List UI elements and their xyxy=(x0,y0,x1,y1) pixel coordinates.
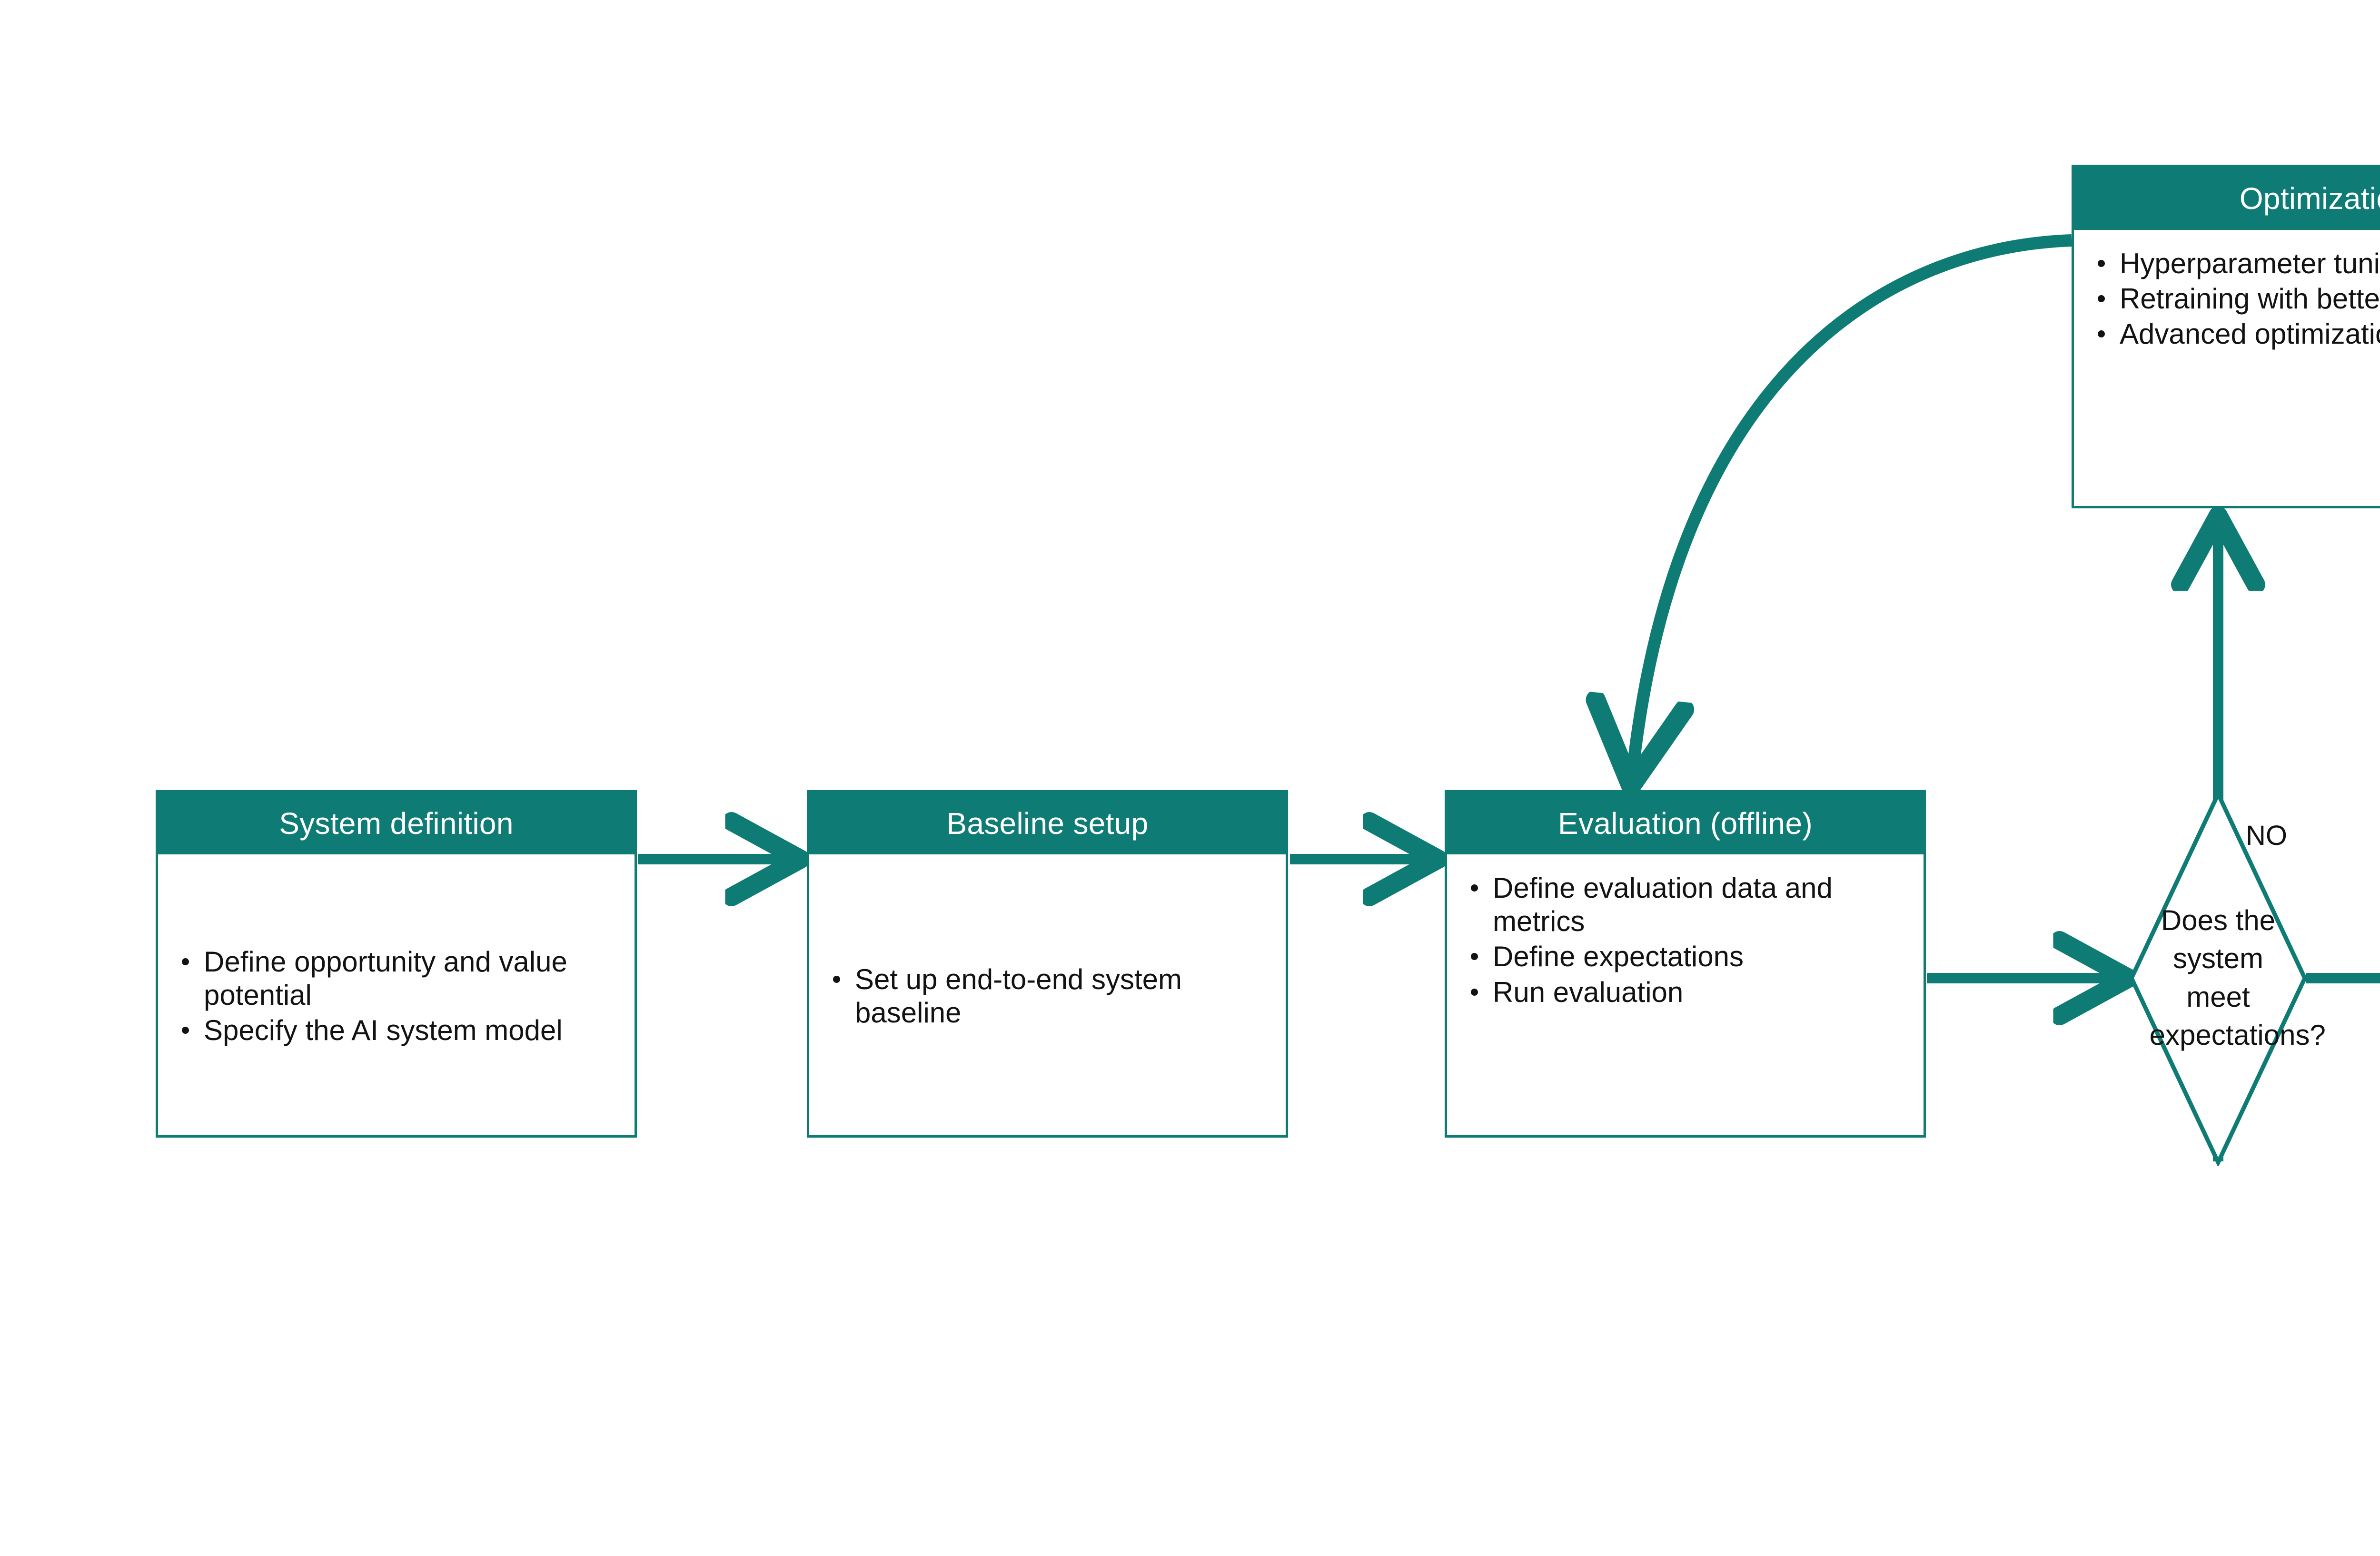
list-item: Set up end-to-end system baseline xyxy=(825,963,1269,1030)
node-decision-diamond[interactable]: Does the system meet expectations? xyxy=(2128,790,2326,1166)
list-item: Run evaluation xyxy=(1463,976,1907,1009)
decision-question-label: Does the system meet expectations? xyxy=(2149,904,2326,1051)
edge-label-no: NO xyxy=(2246,820,2287,851)
node-optimization[interactable]: Optimization Hyperparameter tuning Retra… xyxy=(2072,165,2380,508)
diamond-shape xyxy=(2129,790,2307,1166)
node-baseline-setup-body: Set up end-to-end system baseline xyxy=(809,854,1286,1135)
list-item: Define expectations xyxy=(1463,940,1907,973)
list-item: Specify the AI system model xyxy=(174,1014,618,1047)
node-baseline-setup-title: Baseline setup xyxy=(809,793,1286,854)
baseline-setup-bullet-list: Set up end-to-end system baseline xyxy=(825,963,1269,1030)
list-item: Define evaluation data and metrics xyxy=(1463,872,1907,938)
node-system-definition[interactable]: System definition Define opportunity and… xyxy=(156,790,637,1138)
list-item: Advanced optimization xyxy=(2090,317,2380,351)
node-optimization-title: Optimization xyxy=(2074,167,2380,230)
node-system-definition-body: Define opportunity and value potential S… xyxy=(158,854,635,1135)
node-evaluation-offline-body: Define evaluation data and metrics Defin… xyxy=(1447,854,1924,1135)
node-evaluation-offline-title: Evaluation (offline) xyxy=(1447,793,1924,854)
node-evaluation-offline[interactable]: Evaluation (offline) Define evaluation d… xyxy=(1445,790,1926,1138)
list-item: Define opportunity and value potential xyxy=(174,945,618,1012)
evaluation-bullet-list: Define evaluation data and metrics Defin… xyxy=(1463,872,1907,1009)
node-system-definition-title: System definition xyxy=(158,793,635,854)
edge-optimization-to-evaluation-curve xyxy=(1633,234,2072,771)
list-item: Hyperparameter tuning xyxy=(2090,247,2380,280)
system-definition-bullet-list: Define opportunity and value potential S… xyxy=(174,945,618,1048)
node-optimization-body: Hyperparameter tuning Retraining with be… xyxy=(2074,230,2380,506)
list-item: Retraining with better/more data xyxy=(2090,282,2380,316)
optimization-bullet-list: Hyperparameter tuning Retraining with be… xyxy=(2090,247,2380,351)
node-baseline-setup[interactable]: Baseline setup Set up end-to-end system … xyxy=(807,790,1288,1138)
